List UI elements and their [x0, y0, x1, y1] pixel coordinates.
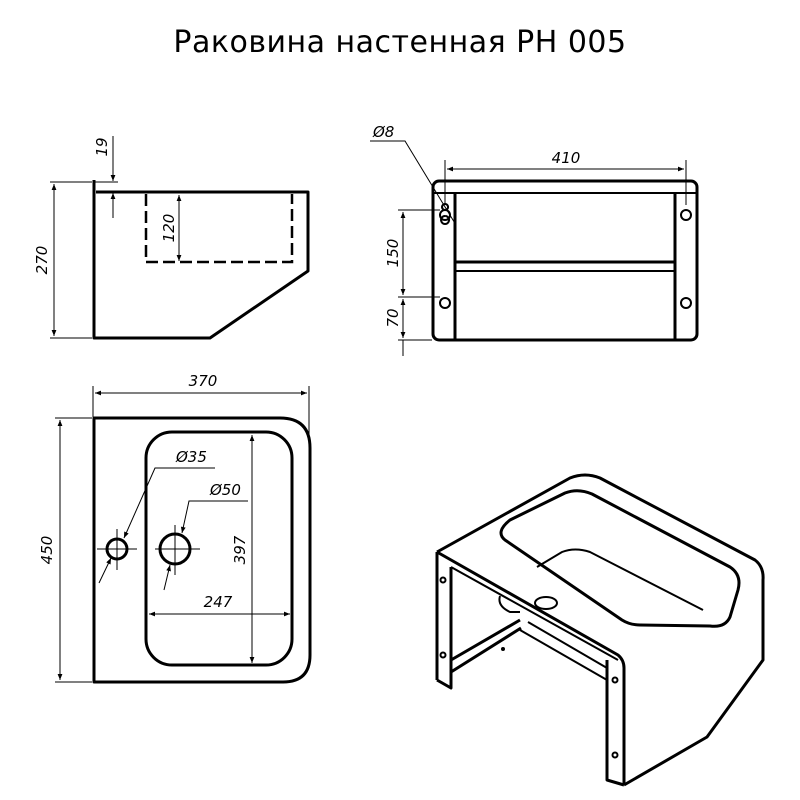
- keyhole-icon: [611, 676, 619, 684]
- drawing-line: [163, 564, 171, 591]
- dim-247-label: 247: [204, 593, 233, 611]
- dim-70-label: 70: [384, 308, 402, 327]
- keyhole-icon: [680, 297, 692, 309]
- drawing-line: [501, 647, 505, 651]
- iso-drain-hole: [534, 596, 558, 610]
- dim-120-label: 120: [160, 214, 178, 243]
- dim-d8-leader: [370, 140, 457, 226]
- back-outline: [431, 179, 699, 342]
- keyhole-icon: [439, 209, 451, 221]
- keyhole-icon: [439, 651, 447, 659]
- bowl-outline: [144, 430, 294, 667]
- drawing-line: [605, 660, 625, 787]
- dim-397-label: 397: [231, 535, 249, 564]
- dim-d35-leader: [123, 467, 215, 539]
- dim-d50-label: Ø50: [209, 481, 241, 499]
- iso-bowl-bottom: [536, 548, 704, 611]
- dim-d35-label: Ø35: [175, 448, 207, 466]
- dim-150-label: 150: [384, 239, 402, 268]
- dim-410-label: 410: [552, 149, 581, 167]
- drawing-line: [450, 566, 619, 661]
- side-view: 270 19 120: [33, 136, 310, 340]
- dim-270-label: 270: [33, 246, 51, 275]
- drawing-line: [519, 621, 608, 681]
- side-outline: [92, 180, 310, 340]
- iso-bowl-rim: [499, 489, 741, 628]
- dim-d50-leader: [180, 500, 248, 534]
- drawing-line: [498, 595, 520, 613]
- dim-450-label: 450: [38, 536, 56, 565]
- dim-370-label: 370: [189, 372, 218, 390]
- keyhole-icon: [439, 297, 451, 309]
- dim-19-label: 19: [93, 137, 111, 156]
- keyhole-icon: [680, 209, 692, 221]
- iso-front-edge: [436, 550, 626, 785]
- bowl-hidden-line: [144, 194, 294, 264]
- isometric-view: [435, 473, 765, 787]
- drawing-line: [436, 567, 453, 690]
- top-view: 370 450 Ø35 Ø50 397 247: [38, 372, 312, 684]
- back-view: 410 Ø8 150 70: [370, 123, 699, 356]
- top-outline: [92, 416, 312, 684]
- drawing-line: [98, 557, 112, 584]
- iso-top-outline: [436, 473, 765, 787]
- keyhole-icon: [611, 751, 619, 759]
- keyhole-icon: [439, 576, 447, 584]
- drawing-title: Раковина настенная РН 005: [173, 25, 626, 60]
- dim-d8-label: Ø8: [372, 123, 394, 141]
- drawing-line: [450, 618, 522, 674]
